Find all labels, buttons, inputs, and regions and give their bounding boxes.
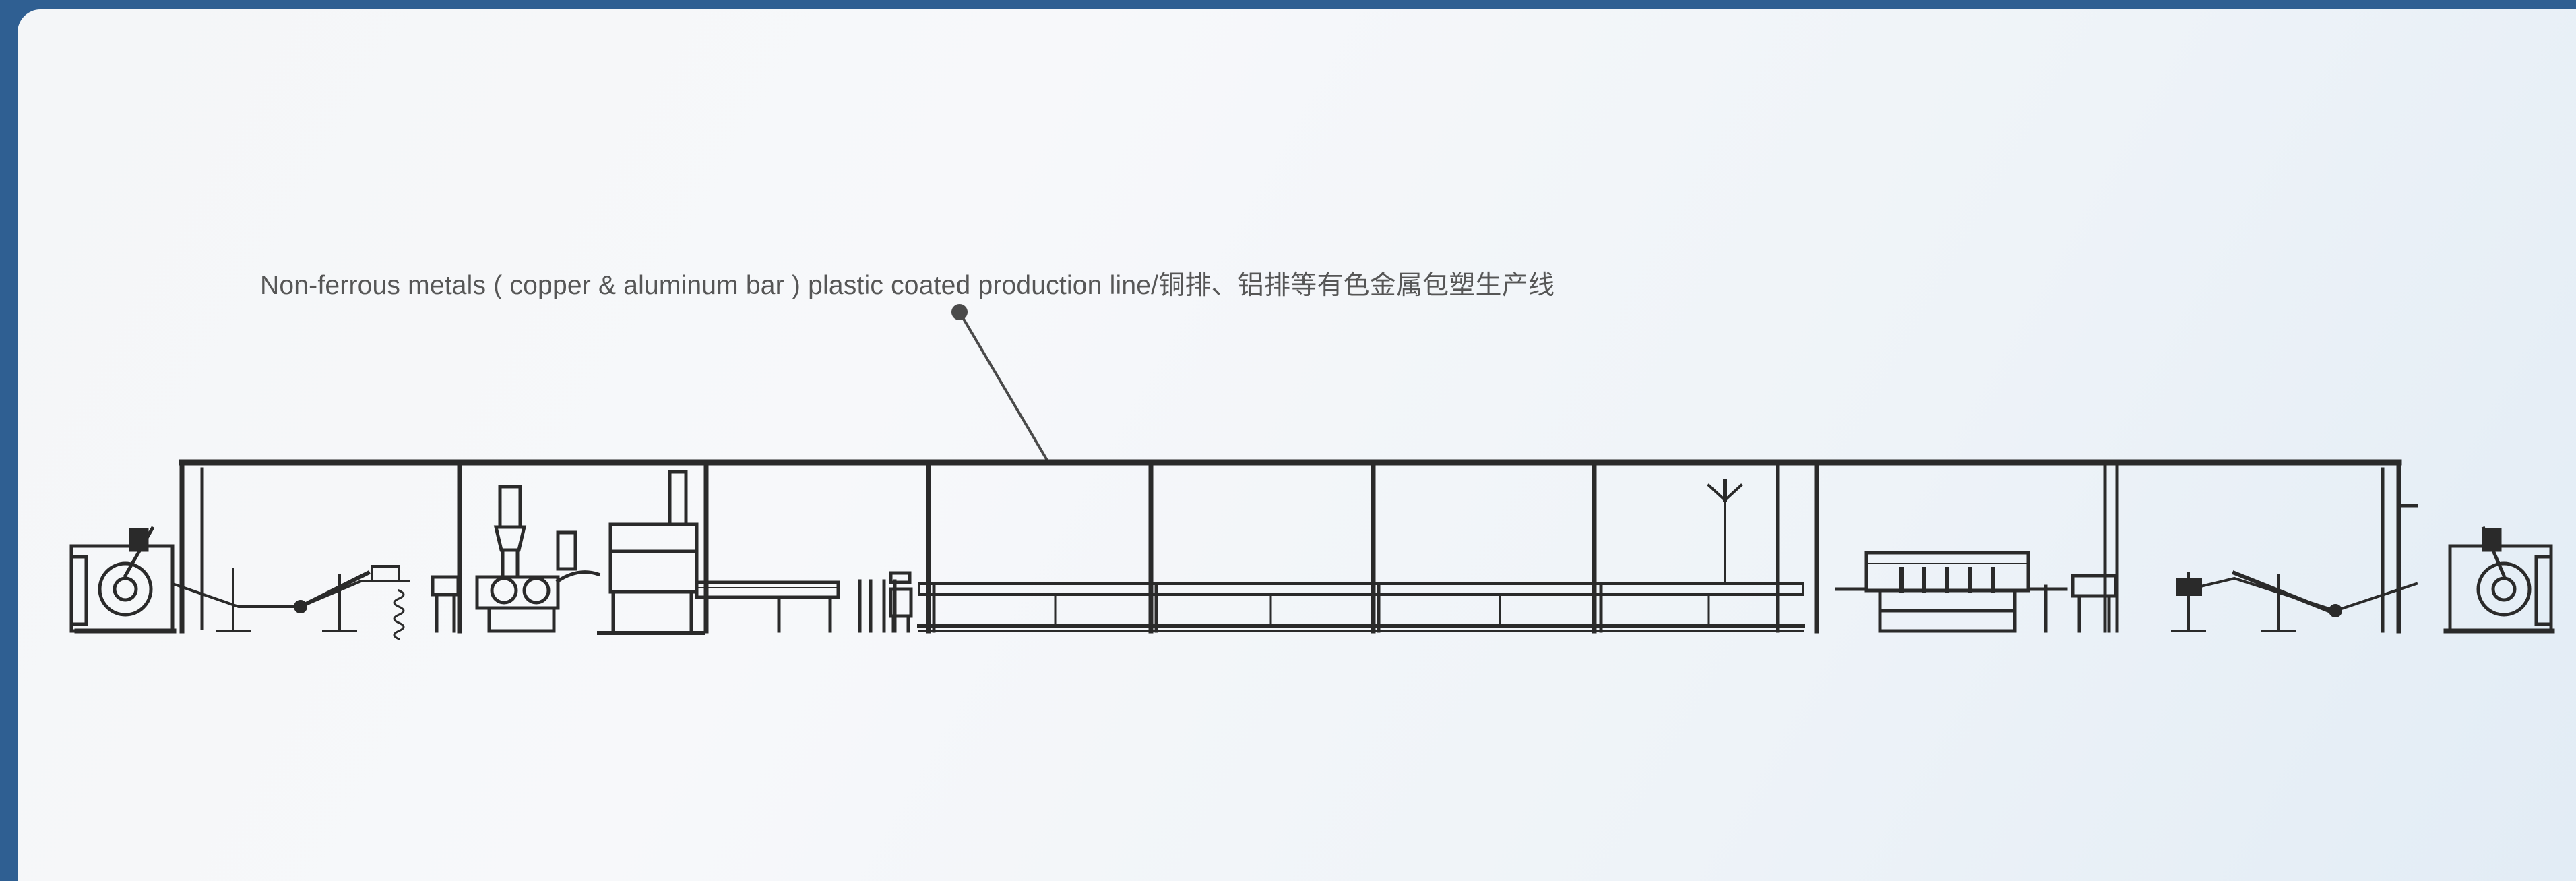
control-cabinet bbox=[597, 470, 705, 635]
meter-counter bbox=[2044, 574, 2118, 633]
callout-pointer bbox=[951, 304, 1050, 464]
haul-off-unit bbox=[1835, 551, 2068, 633]
conveyor-table bbox=[695, 580, 840, 633]
preheater-coil bbox=[393, 589, 405, 640]
small-stand bbox=[431, 575, 460, 633]
guide-stands bbox=[858, 571, 913, 633]
extruder bbox=[475, 485, 601, 633]
cooling-trough bbox=[917, 479, 1805, 633]
diagram-caption: Non-ferrous metals ( copper & aluminum b… bbox=[260, 271, 1555, 300]
wire-path-right bbox=[2171, 570, 2418, 632]
content-panel: Non-ferrous metals ( copper & aluminum b… bbox=[18, 9, 2576, 881]
payoff-reel-left bbox=[69, 526, 177, 634]
overhead-frame bbox=[179, 459, 2402, 634]
wire-path-left bbox=[170, 565, 410, 632]
production-line-diagram bbox=[69, 304, 2555, 640]
takeup-reel-right bbox=[2397, 504, 2555, 634]
